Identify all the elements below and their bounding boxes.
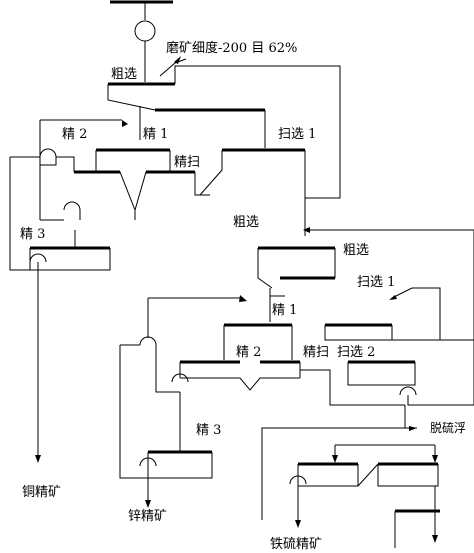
zn-cleaner2-tank [180, 377, 300, 391]
zn-rougher-cell [257, 248, 273, 289]
cu-concentrate-label: 铜精矿 [22, 485, 61, 500]
zn-rougher-stage-label: 粗选 [233, 215, 259, 230]
zn-rougher-label: 粗选 [343, 243, 369, 258]
cu-cleaner2-label: 精 2 [62, 127, 87, 142]
cu-cleaner3-label: 精 3 [20, 227, 45, 242]
fe-s-conc-arrow [295, 520, 301, 528]
cu-cleaner3-tank [29, 248, 111, 271]
zn-cleaner-scav-label: 精扫 [303, 345, 329, 360]
desulf-cell2 [377, 464, 439, 487]
copper-circuit: 粗选 精 1 精 2 精扫 扫选 1 [9, 65, 341, 500]
cu-scav-return-line [174, 65, 341, 199]
cu-left-loop [9, 157, 30, 271]
zn-cleaner1-label: 精 1 [272, 303, 297, 318]
zn-conc-arrow [145, 500, 151, 508]
grinding-fineness-label: 磨矿细度-200 目 62% [166, 40, 297, 56]
zinc-circuit: 粗选 粗选 扫选 1 精 1 精 2 [119, 197, 474, 524]
cu-cleaner-scav-label: 精扫 [174, 155, 200, 170]
feed-section: 磨矿细度-200 目 62% [110, 0, 297, 82]
cu-cleaner1-label: 精 1 [143, 127, 168, 142]
cu-scavenger1-label: 扫选 1 [278, 127, 316, 142]
zn-concentrate-label: 锌精矿 [128, 509, 167, 524]
zn-left-loop [119, 345, 148, 479]
desulfurization-label: 脱硫浮 [430, 420, 466, 435]
zn-cleaner2-label: 精 2 [236, 345, 261, 360]
desulf-cell1 [297, 464, 359, 487]
zn-scavenger2-tank [347, 362, 416, 386]
desulf-feed-line [261, 405, 406, 520]
grinding-arrow-head [174, 56, 181, 64]
zn-cleaner3-tank [147, 452, 213, 479]
grinding-arrow-leader [159, 58, 187, 77]
cu-conc-arrow [35, 455, 41, 463]
zn-cleaner3-label: 精 3 [196, 423, 221, 438]
grinding-mill-circle [134, 20, 156, 42]
zn-scavenger1-label: 扫选 1 [357, 275, 395, 290]
zn-scavenger2-label: 扫选 2 [337, 345, 375, 360]
fe-s-concentrate-label: 铁硫精矿 [270, 537, 322, 552]
desulfurization-circuit: 脱硫浮 铁硫精矿 [261, 405, 466, 552]
cu-rougher-label: 粗选 [111, 67, 137, 82]
cu-cleaner1-tank [74, 171, 195, 212]
cu-rougher-cell [107, 84, 156, 111]
